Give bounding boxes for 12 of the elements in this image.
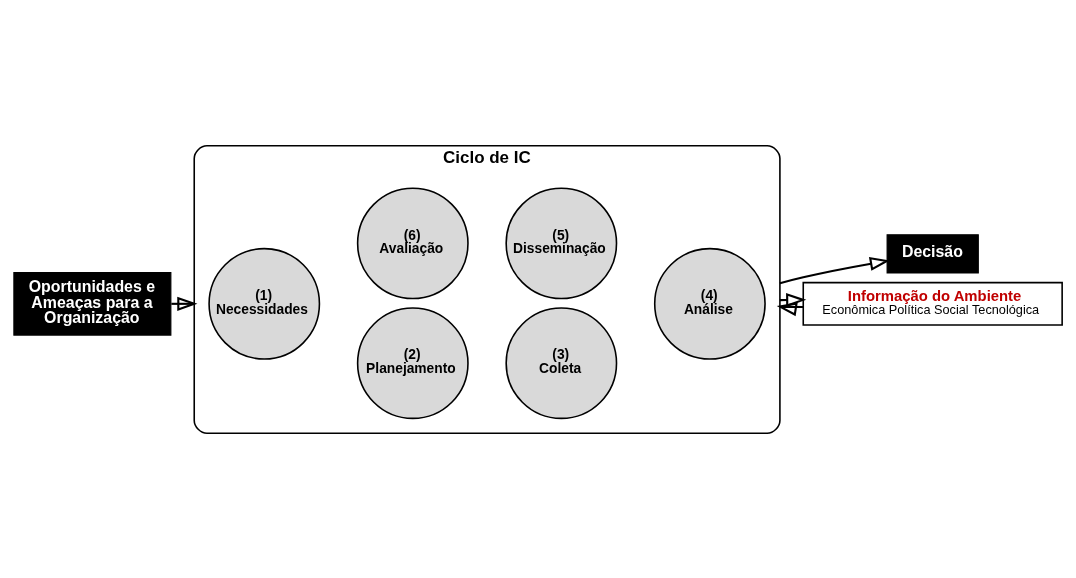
- node-circle: (1) Necessidades: [208, 247, 321, 360]
- node-circle: (2) Planejamento: [356, 306, 469, 419]
- node-circle: (3) Coleta: [505, 306, 618, 419]
- node-box: Oportunidades e Ameaças para a Organização: [13, 271, 172, 336]
- node-box: Decisão: [886, 233, 979, 274]
- node-circle: (6) Avaliação: [356, 186, 469, 299]
- node-circle: (4) Análise: [653, 247, 766, 360]
- arrow: [779, 256, 890, 284]
- arrow: [776, 301, 804, 316]
- node-box: Informação do Ambiente Econômica Política Social Tecnológica: [802, 281, 1063, 326]
- node-circle: (5) Disseminação: [505, 186, 618, 299]
- arrow: [171, 296, 198, 311]
